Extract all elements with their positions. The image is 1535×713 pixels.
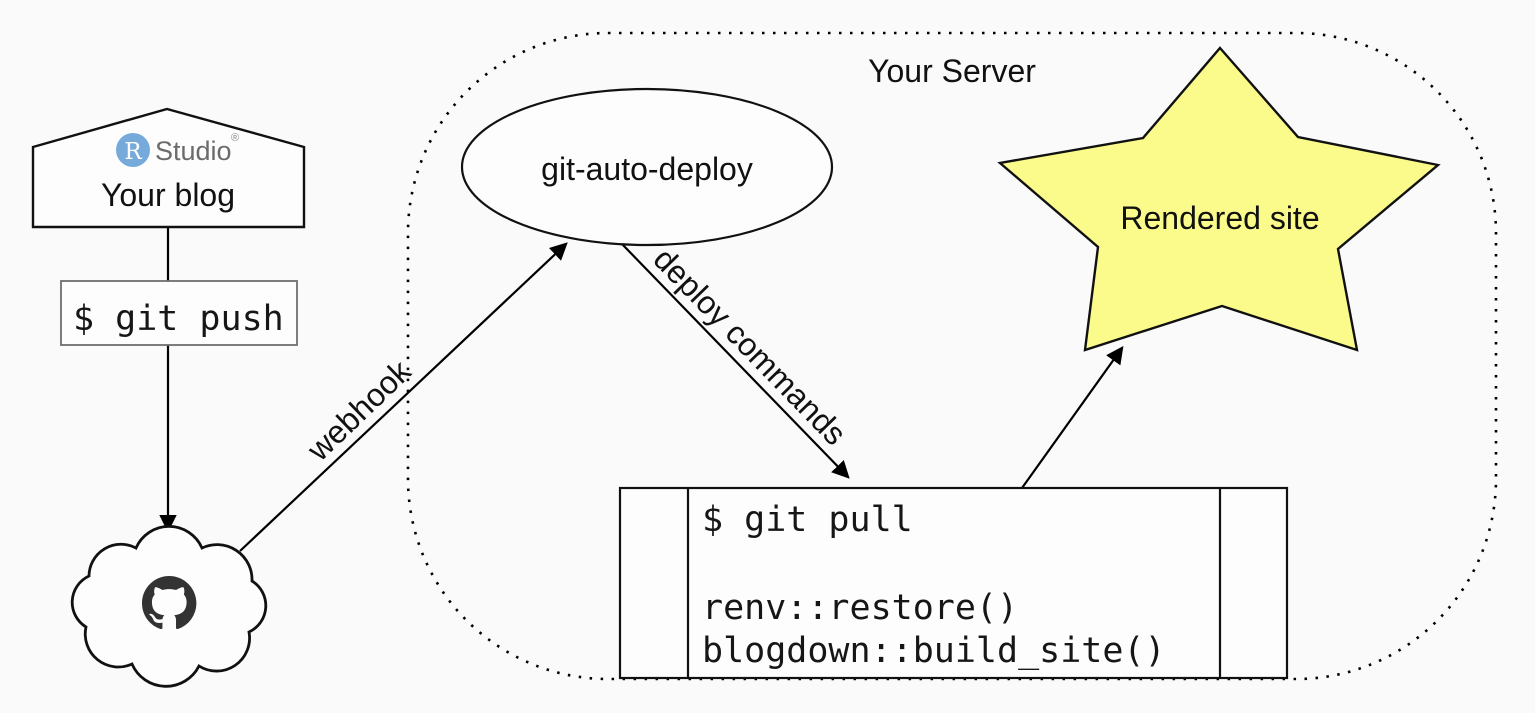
deploy-commands-label: deploy commands bbox=[647, 241, 854, 452]
build-command-line: blogdown::build_site() bbox=[702, 631, 1166, 671]
webhook-label-group: webhook bbox=[299, 352, 418, 468]
build-commands-box bbox=[618, 486, 1289, 680]
webhook-label: webhook bbox=[299, 352, 418, 468]
github-octocat-icon bbox=[142, 576, 197, 630]
build-command-line: renv::restore() bbox=[702, 588, 1018, 628]
git-push-node: $ git push bbox=[60, 280, 298, 346]
blog-label: Your blog bbox=[101, 177, 235, 213]
deployer-ellipse bbox=[460, 87, 834, 247]
rendered-site-node: Rendered site bbox=[997, 46, 1441, 352]
build-arrow bbox=[1021, 345, 1124, 489]
blog-house-node: R Studio ® Your blog bbox=[31, 107, 306, 229]
deploy-commands-label-group: deploy commands bbox=[647, 241, 854, 452]
rendered-site-label: Rendered site bbox=[1120, 200, 1319, 236]
rendered-site-star bbox=[997, 46, 1441, 352]
github-cloud-shape bbox=[70, 525, 268, 688]
deployer-node: git-auto-deploy bbox=[460, 87, 834, 247]
rstudio-r-letter: R bbox=[124, 139, 142, 165]
blog-house-shape bbox=[31, 107, 306, 229]
git-push-box bbox=[60, 280, 298, 346]
build-commands-node: $ git pull renv::restore() blogdown::bui… bbox=[618, 486, 1289, 680]
registered-trademark-mark: ® bbox=[231, 132, 239, 144]
rstudio-logo: R Studio ® bbox=[116, 132, 239, 167]
github-cloud-node bbox=[70, 525, 268, 688]
build-command-line: $ git pull bbox=[702, 500, 913, 540]
deploy-commands-arrow bbox=[621, 243, 850, 479]
deployer-label: git-auto-deploy bbox=[541, 151, 753, 187]
git-push-command: $ git push bbox=[73, 299, 284, 339]
webhook-arrow bbox=[239, 242, 568, 552]
rstudio-ball-icon bbox=[116, 133, 150, 167]
server-label: Your Server bbox=[868, 53, 1036, 89]
rstudio-studio-label: Studio bbox=[155, 136, 232, 166]
